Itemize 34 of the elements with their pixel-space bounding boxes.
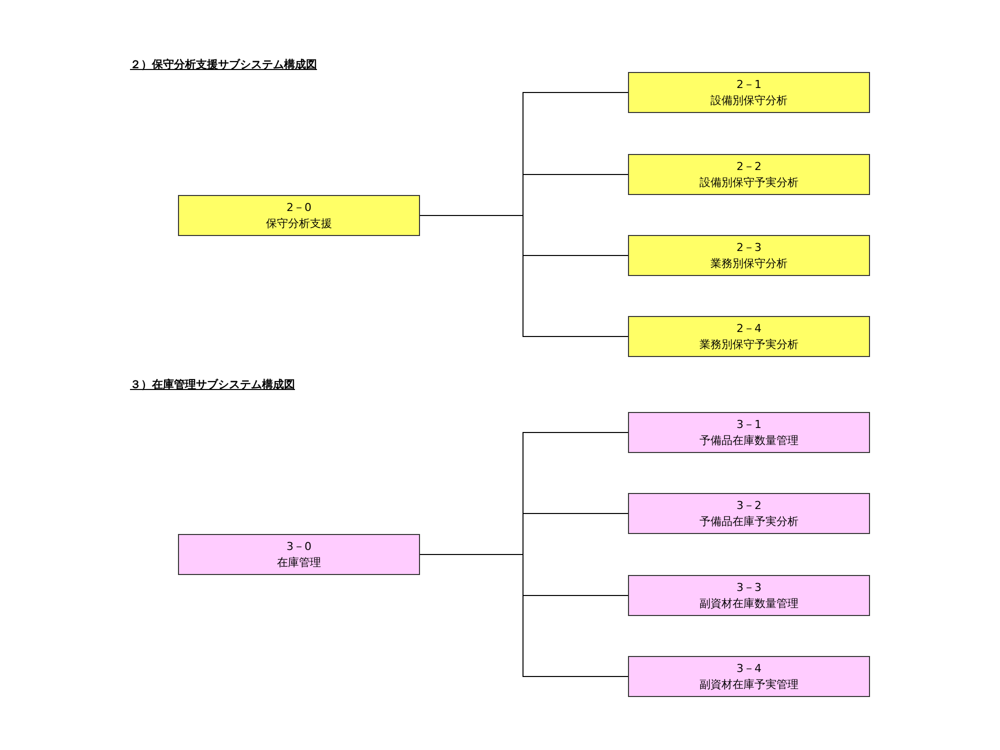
module-box xyxy=(628,412,870,453)
module-label: 副資材在庫予実管理 xyxy=(700,676,798,692)
module-label: 2－0 xyxy=(286,200,312,216)
module-label: 業務別保守予実分析 xyxy=(700,336,798,352)
module-label: 2－4 xyxy=(736,320,762,336)
module-label: 副資材在庫数量管理 xyxy=(700,596,798,612)
tree-connector xyxy=(420,554,628,677)
module-label: 3－2 xyxy=(736,498,762,514)
module-label: 予備品在庫数量管理 xyxy=(700,432,798,448)
module-box xyxy=(178,534,420,575)
module-box xyxy=(178,195,420,236)
module-box xyxy=(628,154,870,195)
module-box xyxy=(628,493,870,534)
module-label: 3－0 xyxy=(286,538,312,554)
module-label: 2－1 xyxy=(736,76,762,92)
module-label: 設備別保守分析 xyxy=(710,92,788,108)
module-label: 3－3 xyxy=(736,580,762,596)
module-label: 3－1 xyxy=(736,416,762,432)
module-label: 3－4 xyxy=(736,660,762,676)
section-heading: ３）在庫管理サブシステム構成図 xyxy=(130,377,295,392)
module-label: 保守分析支援 xyxy=(266,216,332,232)
module-box xyxy=(628,72,870,113)
tree-connector xyxy=(420,215,628,337)
module-label: 予備品在庫予実分析 xyxy=(700,514,798,530)
module-label: 2－3 xyxy=(736,240,762,256)
module-label: 設備別保守予実分析 xyxy=(700,174,798,190)
module-label: 業務別保守分析 xyxy=(710,256,788,272)
module-box xyxy=(628,316,870,357)
module-label: 2－2 xyxy=(736,158,762,174)
module-box xyxy=(628,575,870,616)
module-box xyxy=(628,235,870,276)
module-label: 在庫管理 xyxy=(277,554,321,570)
section-heading: ２）保守分析支援サブシステム構成図 xyxy=(130,57,317,72)
module-box xyxy=(628,656,870,697)
